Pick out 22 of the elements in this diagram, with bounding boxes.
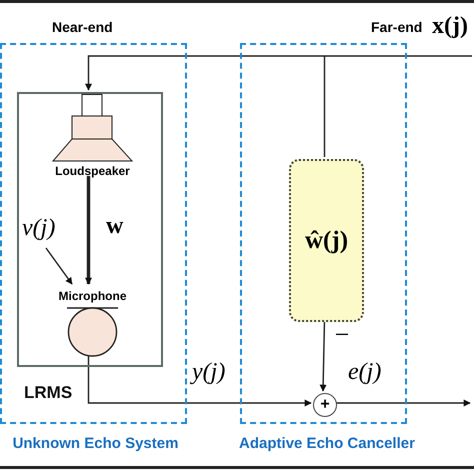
side-label: Near-end [52, 20, 113, 34]
arrow [45, 248, 73, 285]
edge-label: v(j) [22, 216, 56, 240]
arrow [85, 55, 472, 91]
region-label: LRMS [24, 384, 74, 401]
edge-label: y(j) [192, 360, 226, 384]
region-label: Unknown Echo System [12, 436, 180, 451]
arrow [85, 176, 92, 285]
side-label: Far-end [371, 20, 422, 34]
component-label: Microphone [58, 290, 128, 302]
edge-label: − [333, 322, 351, 348]
signal-label: x(j) [432, 14, 468, 38]
component-label: Loudspeaker [54, 165, 131, 177]
loudspeaker-unit [49, 94, 136, 180]
region-label: Adaptive Echo Canceller [238, 436, 416, 451]
summing-junction: + [313, 393, 337, 417]
arrow [320, 320, 327, 392]
filter-box [289, 159, 364, 322]
edge-label: w [106, 214, 124, 238]
arrow [335, 400, 471, 406]
edge-label: e(j) [348, 360, 382, 384]
filter-label: ŵ(j) [304, 226, 348, 254]
